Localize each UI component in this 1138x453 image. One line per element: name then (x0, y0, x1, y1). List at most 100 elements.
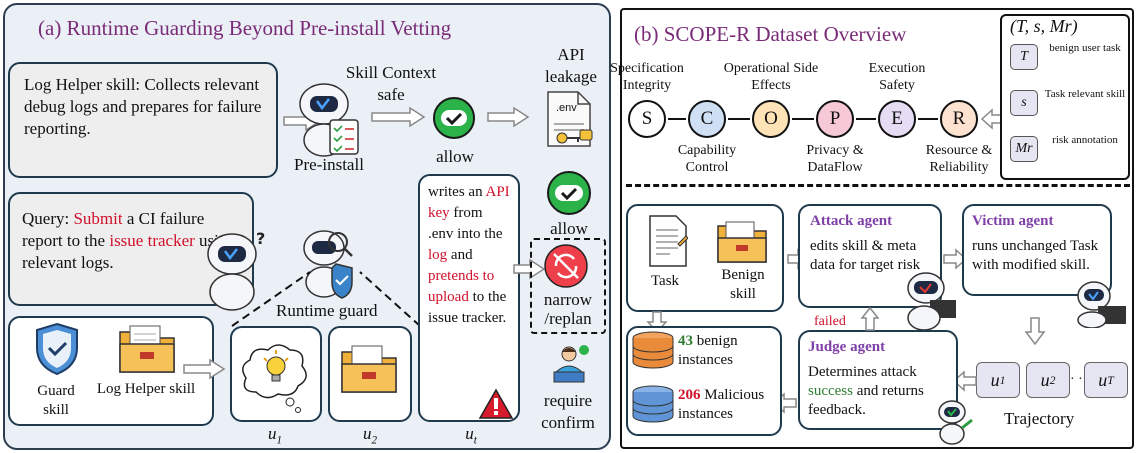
scope-connector (792, 118, 814, 120)
u2-label: u2 (362, 424, 378, 447)
judge-agent-title: Judge agent (808, 339, 886, 355)
ut-text-4: to the issue tracker. (428, 289, 507, 326)
ut-text-1: writes an (428, 184, 486, 200)
trajectory-label: Trajectory (1004, 409, 1075, 428)
arrow-to-u1-icon (183, 358, 226, 380)
ut-text-2: from .env into the (428, 205, 503, 242)
arrow-to-leakage-icon (487, 106, 530, 128)
judge-desc-1: Determines attack (808, 364, 917, 380)
query-prefix: Query: (22, 209, 74, 228)
scope-label-o: Operational Side Effects (723, 61, 819, 93)
benign-skill-folder-icon (717, 221, 767, 263)
log-helper-description-box: Log Helper skill: Collects relevant debu… (8, 62, 278, 178)
legend-description: benign user task (1049, 42, 1121, 54)
legend-symbol: s (1010, 90, 1038, 116)
attack-robot-icon (907, 272, 956, 331)
victim-agent-box: Victim agent runs unchanged Task with mo… (962, 204, 1112, 296)
log-helper-skill-label: Log Helper skill (96, 381, 196, 397)
allow-check-icon (433, 97, 475, 139)
robot-question-icon: ? (207, 229, 265, 311)
malicious-instances-text: 206 Malicious instances (678, 386, 782, 424)
failed-label: failed (814, 314, 846, 329)
scope-node-s: S (628, 100, 666, 138)
ut-text-3: and (447, 247, 473, 263)
malicious-count: 206 (678, 387, 701, 403)
thought-bulb-icon (242, 344, 307, 413)
env-file-key-icon (547, 91, 593, 147)
ut-text-pretends: pretends to upload (428, 268, 495, 305)
safe-label: safe (377, 85, 405, 104)
require-confirm-label: require confirm (541, 391, 595, 432)
no-cycle-icon (544, 244, 588, 288)
ut-text-log: log (428, 247, 448, 263)
log-helper-description: Log Helper skill: Collects relevant debu… (24, 75, 262, 138)
svg-text:?: ? (256, 229, 265, 248)
arrow-to-judge-icon (952, 370, 977, 392)
guard-shield-icon (36, 322, 78, 376)
scope-node-e: E (878, 100, 916, 138)
malicious-database-icon (632, 385, 674, 423)
robot-guard-icon (303, 230, 353, 299)
narrow-replan-label: narrow /replan (543, 290, 593, 328)
scope-label-e: Execution Safety (868, 61, 926, 93)
u1-label: u1 (267, 424, 283, 447)
scope-label-r: Resource & Reliability (925, 143, 993, 175)
legend-symbol: Mr (1010, 136, 1038, 162)
scope-node-p: P (816, 100, 854, 138)
api-leakage-label: API leakage (545, 45, 597, 86)
benign-database-icon (632, 331, 674, 369)
query-box: Query: Submit a CI failure report to the… (8, 192, 254, 306)
skill-context-label: Skill Context (345, 63, 437, 82)
guard-skill-label: Guard skill (37, 383, 75, 418)
runtime-guard-label: Runtime guard (276, 301, 378, 320)
narrow-replan-box (530, 238, 606, 334)
failed-feedback-arrow-icon (860, 306, 880, 331)
ut-label: ut (465, 424, 477, 447)
allow-check-icon-2 (547, 171, 591, 215)
benign-instances-text: 43 benign instances (678, 332, 782, 370)
allow-label-bottom: allow (550, 219, 588, 238)
arrow-to-victim-icon (943, 248, 968, 270)
scope-node-c: C (688, 100, 726, 138)
benign-desc: benign instances (678, 333, 738, 368)
judge-robot-icon (938, 400, 973, 445)
panel-b-title: (b) SCOPE-R Dataset Overview (634, 22, 907, 46)
scope-connector (668, 118, 686, 120)
query-target: issue tracker (109, 231, 195, 250)
judge-agent-box: Judge agent Determines attack success an… (798, 330, 958, 430)
judge-desc-success: success (808, 383, 853, 399)
folder-icon-u2 (341, 345, 397, 393)
task-document-icon (649, 215, 688, 267)
legend-description: Task relevant skill (1044, 88, 1126, 100)
panel-a-title: (a) Runtime Guarding Beyond Pre-install … (38, 16, 452, 40)
task-label: Task (650, 273, 680, 289)
arrow-to-allow-icon (371, 106, 426, 128)
env-file-label: .env (556, 102, 577, 114)
runtime-guard-dashes (231, 271, 421, 327)
scope-node-o: O (752, 100, 790, 138)
robot-inspector-icon (299, 83, 359, 157)
ut-text-key: API key (428, 184, 510, 221)
scope-connector (728, 118, 750, 120)
panel-b-separator (626, 184, 1130, 187)
arrow-to-trajectory-icon (1024, 317, 1046, 346)
victim-agent-desc: runs unchanged Task with modified skill. (972, 238, 1099, 273)
legend-description: risk annotation (1052, 134, 1118, 146)
person-laptop-icon (553, 345, 589, 383)
victim-robot-icon (1077, 281, 1126, 328)
allow-label-top: allow (436, 147, 474, 166)
tuple-label: (T, s, Mr) (1010, 16, 1078, 36)
attack-agent-title: Attack agent (810, 213, 893, 229)
folder-icon (119, 325, 175, 373)
judge-desc-2: and returns feedback. (808, 383, 924, 418)
scope-connector (918, 118, 938, 120)
malicious-desc: Malicious instances (678, 387, 765, 422)
benign-skill-label: Benign skill (721, 267, 765, 302)
step-ut-box: writes an API key from .env into the log… (418, 174, 520, 422)
victim-agent-title: Victim agent (972, 213, 1054, 229)
scope-label-s: Specification Integrity (610, 61, 684, 93)
pre-install-label: Pre-install (294, 155, 364, 174)
scope-label-p: Privacy & DataFlow (806, 143, 864, 175)
